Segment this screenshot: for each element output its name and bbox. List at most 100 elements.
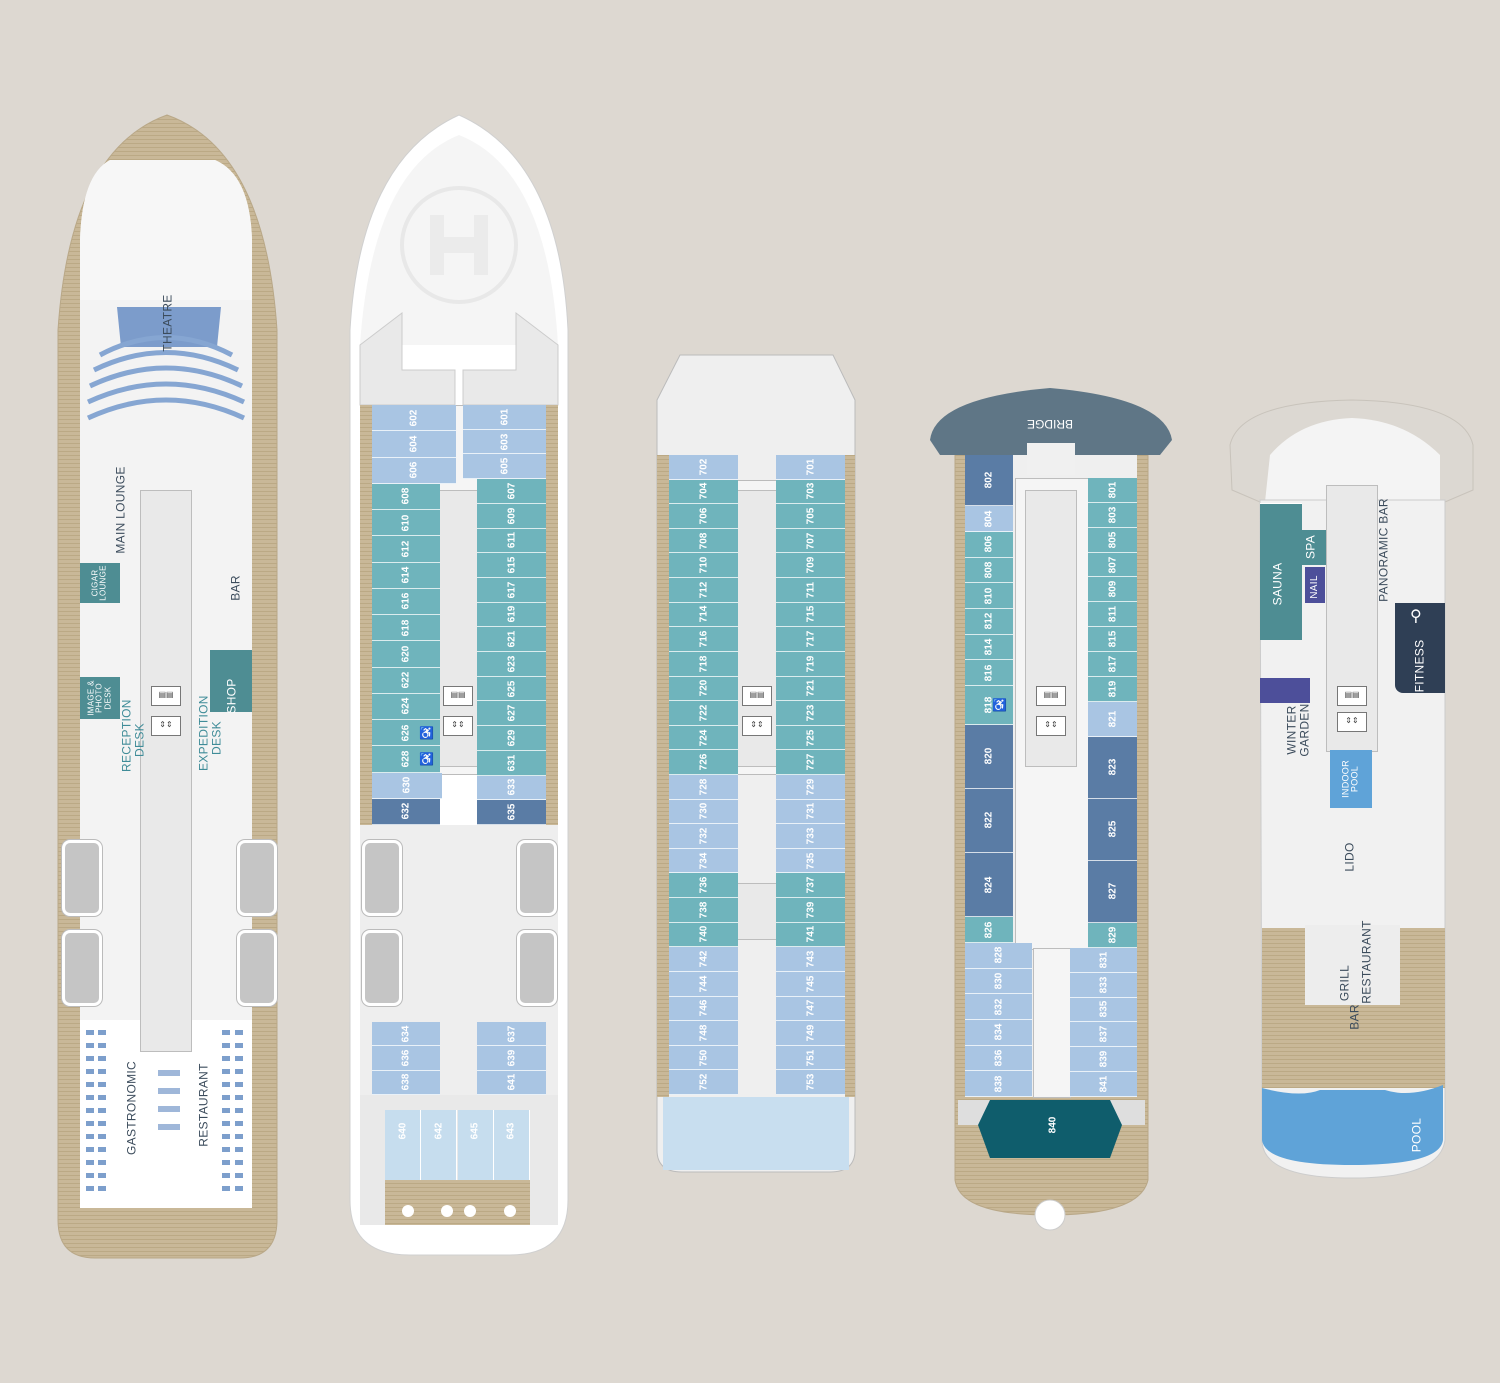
- cabin-619[interactable]: 619: [477, 602, 546, 628]
- cabin-643[interactable]: 643: [493, 1110, 530, 1180]
- cabin-717[interactable]: 717: [776, 627, 845, 652]
- cabin-627[interactable]: 627: [477, 701, 546, 727]
- cabin-744[interactable]: 744: [669, 971, 738, 997]
- cabin-746[interactable]: 746: [669, 996, 738, 1022]
- cabin-736[interactable]: 736: [669, 873, 738, 899]
- cabin-617[interactable]: 617: [477, 577, 546, 603]
- cabin-721[interactable]: 721: [776, 676, 845, 702]
- cabin-638[interactable]: 638: [372, 1070, 440, 1095]
- cabin-715[interactable]: 715: [776, 602, 845, 628]
- cabin-823[interactable]: 823: [1088, 736, 1137, 799]
- image-photo-desk[interactable]: IMAGE & PHOTO DESK: [80, 677, 120, 719]
- cabin-821[interactable]: 821: [1088, 701, 1137, 737]
- cabin-817[interactable]: 817: [1088, 652, 1137, 677]
- cabin-722[interactable]: 722: [669, 701, 738, 726]
- cabin-621[interactable]: 621: [477, 627, 546, 653]
- sauna[interactable]: SAUNA: [1260, 503, 1302, 640]
- cabin-812[interactable]: 812: [965, 609, 1013, 635]
- cabin-745[interactable]: 745: [776, 971, 845, 997]
- cabin-628[interactable]: 628♿: [372, 746, 440, 773]
- cabin-734[interactable]: 734: [669, 848, 738, 874]
- cabin-827[interactable]: 827: [1088, 860, 1137, 923]
- cabin-725[interactable]: 725: [776, 725, 845, 751]
- cabin-625[interactable]: 625: [477, 676, 546, 702]
- cabin-601[interactable]: 601: [463, 405, 546, 430]
- cabin-741[interactable]: 741: [776, 922, 845, 948]
- shop[interactable]: SHOP: [210, 650, 252, 714]
- cabin-708[interactable]: 708: [669, 528, 738, 554]
- cabin-618[interactable]: 618: [372, 615, 440, 642]
- cabin-810[interactable]: 810: [965, 583, 1013, 610]
- cabin-818[interactable]: 818♿: [965, 686, 1013, 725]
- cabin-733[interactable]: 733: [776, 824, 845, 849]
- cabin-833[interactable]: 833: [1070, 972, 1137, 998]
- cabin-634[interactable]: 634: [372, 1022, 440, 1047]
- cabin-840[interactable]: 840: [1047, 1116, 1059, 1134]
- cabin-834[interactable]: 834: [965, 1019, 1032, 1046]
- cabin-726[interactable]: 726: [669, 750, 738, 775]
- cabin-828[interactable]: 828: [965, 942, 1032, 969]
- library[interactable]: [1260, 678, 1310, 703]
- cabin-608[interactable]: 608: [372, 483, 440, 510]
- cabin-809[interactable]: 809: [1088, 577, 1137, 603]
- cabin-832[interactable]: 832: [965, 994, 1032, 1020]
- cabin-635[interactable]: 635: [477, 800, 546, 825]
- cabin-801[interactable]: 801: [1088, 478, 1137, 503]
- cabin-730[interactable]: 730: [669, 799, 738, 825]
- cabin-804[interactable]: 804: [965, 506, 1013, 533]
- cabin-718[interactable]: 718: [669, 651, 738, 677]
- cabin-714[interactable]: 714: [669, 602, 738, 628]
- cabin-703[interactable]: 703: [776, 479, 845, 505]
- cabin-624[interactable]: 624: [372, 693, 440, 720]
- cabin-707[interactable]: 707: [776, 528, 845, 554]
- cabin-811[interactable]: 811: [1088, 602, 1137, 628]
- cabin-743[interactable]: 743: [776, 947, 845, 972]
- cabin-607[interactable]: 607: [477, 479, 546, 504]
- cabin-747[interactable]: 747: [776, 996, 845, 1022]
- cabin-636[interactable]: 636: [372, 1046, 440, 1071]
- cabin-711[interactable]: 711: [776, 578, 845, 603]
- cabin-611[interactable]: 611: [477, 528, 546, 554]
- cabin-712[interactable]: 712: [669, 578, 738, 603]
- cabin-622[interactable]: 622: [372, 667, 440, 694]
- spa[interactable]: SPA: [1296, 530, 1326, 565]
- cabin-630[interactable]: 630: [372, 772, 442, 799]
- cabin-640[interactable]: 640: [385, 1110, 421, 1180]
- cabin-836[interactable]: 836: [965, 1045, 1032, 1072]
- cabin-728[interactable]: 728: [669, 775, 738, 800]
- cabin-704[interactable]: 704: [669, 479, 738, 505]
- cabin-642[interactable]: 642: [421, 1110, 458, 1180]
- cabin-806[interactable]: 806: [965, 532, 1013, 558]
- cabin-639[interactable]: 639: [477, 1046, 546, 1071]
- cabin-802[interactable]: 802: [965, 455, 1013, 507]
- cabin-815[interactable]: 815: [1088, 627, 1137, 653]
- cabin-606[interactable]: 606: [372, 457, 456, 484]
- cabin-805[interactable]: 805: [1088, 527, 1137, 553]
- cabin-632[interactable]: 632: [372, 798, 440, 825]
- cabin-727[interactable]: 727: [776, 750, 845, 775]
- cabin-620[interactable]: 620: [372, 641, 440, 668]
- cabin-831[interactable]: 831: [1070, 947, 1137, 973]
- cabin-615[interactable]: 615: [477, 553, 546, 578]
- cabin-602[interactable]: 602: [372, 405, 456, 432]
- cabin-709[interactable]: 709: [776, 553, 845, 579]
- cabin-641[interactable]: 641: [477, 1070, 546, 1095]
- cabin-838[interactable]: 838: [965, 1071, 1032, 1097]
- fitness[interactable]: ⚲ FITNESS: [1395, 603, 1445, 693]
- cabin-803[interactable]: 803: [1088, 502, 1137, 528]
- cabin-729[interactable]: 729: [776, 775, 845, 800]
- cabin-807[interactable]: 807: [1088, 552, 1137, 578]
- cabin-822[interactable]: 822: [965, 788, 1013, 854]
- cabin-824[interactable]: 824: [965, 853, 1013, 918]
- cabin-731[interactable]: 731: [776, 799, 845, 825]
- cabin-749[interactable]: 749: [776, 1021, 845, 1046]
- cabin-720[interactable]: 720: [669, 676, 738, 702]
- cabin-623[interactable]: 623: [477, 652, 546, 677]
- cabin-837[interactable]: 837: [1070, 1022, 1137, 1048]
- cigar-lounge[interactable]: CIGAR LOUNGE: [80, 563, 120, 603]
- cabin-748[interactable]: 748: [669, 1021, 738, 1046]
- cabin-737[interactable]: 737: [776, 873, 845, 899]
- cabin-751[interactable]: 751: [776, 1045, 845, 1071]
- cabin-604[interactable]: 604: [372, 431, 456, 458]
- cabin-753[interactable]: 753: [776, 1070, 845, 1095]
